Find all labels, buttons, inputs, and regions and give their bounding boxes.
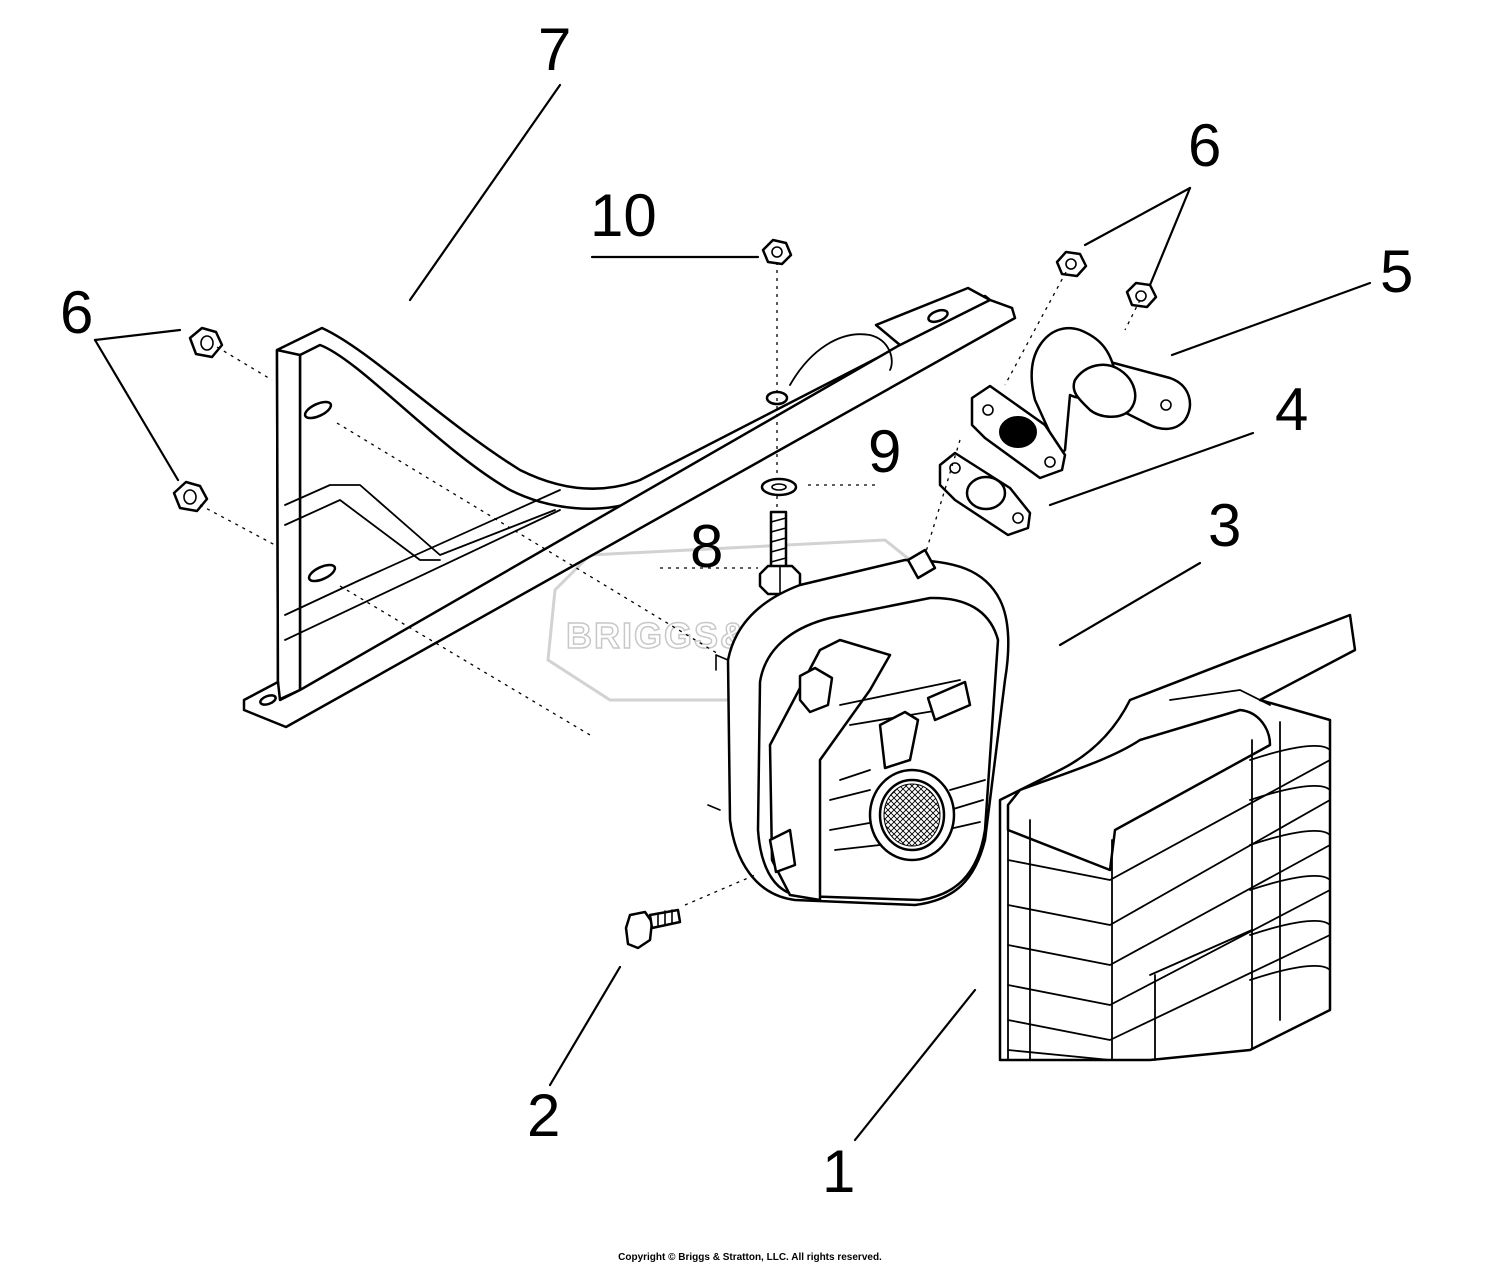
part-6-nut-right xyxy=(1125,281,1158,309)
foot-hole xyxy=(259,694,277,706)
slot-lower xyxy=(307,563,337,583)
part-7-bracket xyxy=(242,286,1017,729)
part-4-gasket xyxy=(938,451,1032,537)
part-5-exhaust-pipe xyxy=(970,326,1192,480)
callouts: 7 10 6 6 5 4 9 3 8 2 1 xyxy=(60,16,1413,1205)
part-8-hex-bolt xyxy=(758,510,802,596)
leader-lines xyxy=(93,83,1372,1142)
slot-upper xyxy=(303,400,333,420)
end-hole xyxy=(927,308,949,324)
callout-8: 8 xyxy=(690,513,723,580)
part-6-nut-upper-left xyxy=(188,326,224,359)
part-2-screw xyxy=(624,908,682,950)
part-10-flange-nut xyxy=(761,238,793,266)
copyright-notice: Copyright © Briggs & Stratton, LLC. All … xyxy=(618,1252,882,1263)
callout-10: 10 xyxy=(590,182,657,249)
callout-5: 5 xyxy=(1380,238,1413,305)
callout-1: 1 xyxy=(822,1138,855,1205)
callout-2: 2 xyxy=(527,1082,560,1149)
callout-6-right: 6 xyxy=(1188,112,1221,179)
callout-6-left: 6 xyxy=(60,279,93,346)
assembly-lines xyxy=(199,262,1141,906)
part-1-heat-shield xyxy=(998,613,1357,1062)
callout-7: 7 xyxy=(538,16,571,83)
part-6-nut-lower-left xyxy=(172,480,209,513)
callout-3: 3 xyxy=(1208,492,1241,559)
callout-9: 9 xyxy=(868,418,901,485)
part-9-washer xyxy=(760,477,798,497)
part-6-nut-upper-right xyxy=(1055,250,1088,278)
callout-4: 4 xyxy=(1275,376,1308,443)
part-3-muffler xyxy=(707,548,1010,907)
